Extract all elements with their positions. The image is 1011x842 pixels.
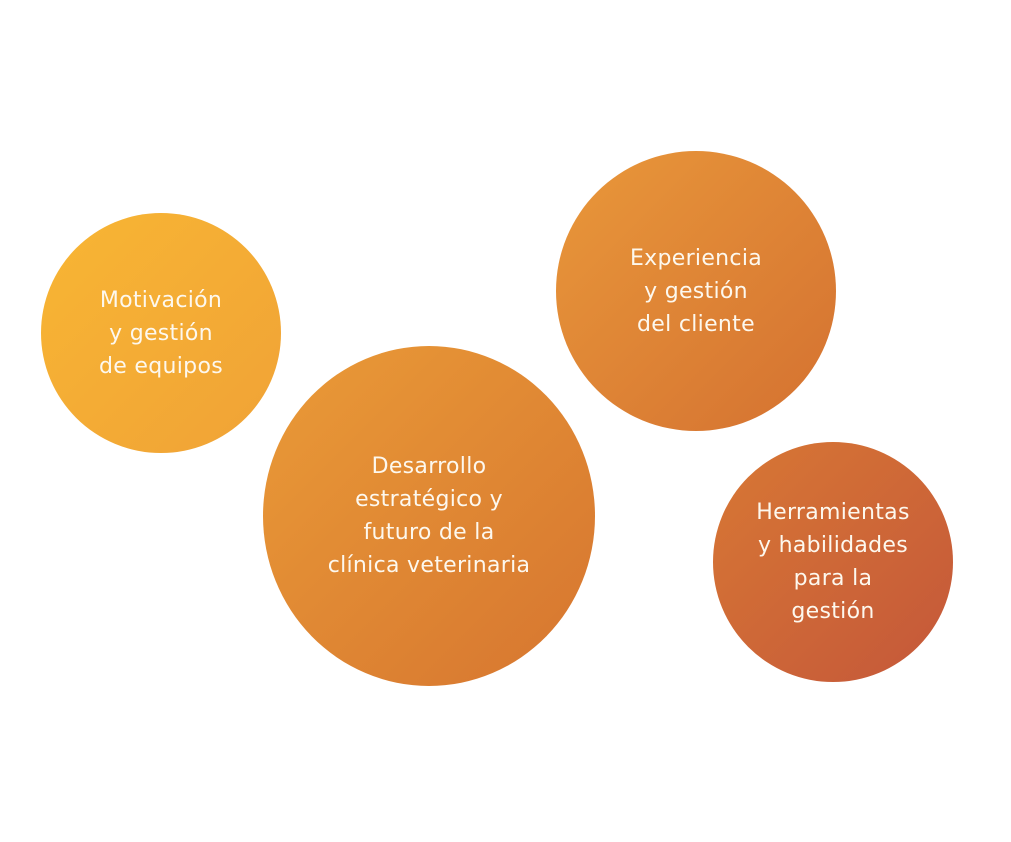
bubble-experiencia-cliente: Experiencia y gestión del cliente [556, 151, 836, 431]
bubble-motivacion: Motivación y gestión de equipos [41, 213, 281, 453]
bubble-label: Motivación y gestión de equipos [99, 287, 223, 379]
bubble-label: Desarrollo estratégico y futuro de la cl… [327, 454, 531, 578]
bubble-desarrollo-estrategico: Desarrollo estratégico y futuro de la cl… [263, 346, 595, 686]
bubble-herramientas: Herramientas y habilidades para la gesti… [713, 442, 953, 682]
bubble-label: Experiencia y gestión del cliente [629, 245, 763, 337]
bubble-label: Herramientas y habilidades para la gesti… [756, 500, 910, 624]
